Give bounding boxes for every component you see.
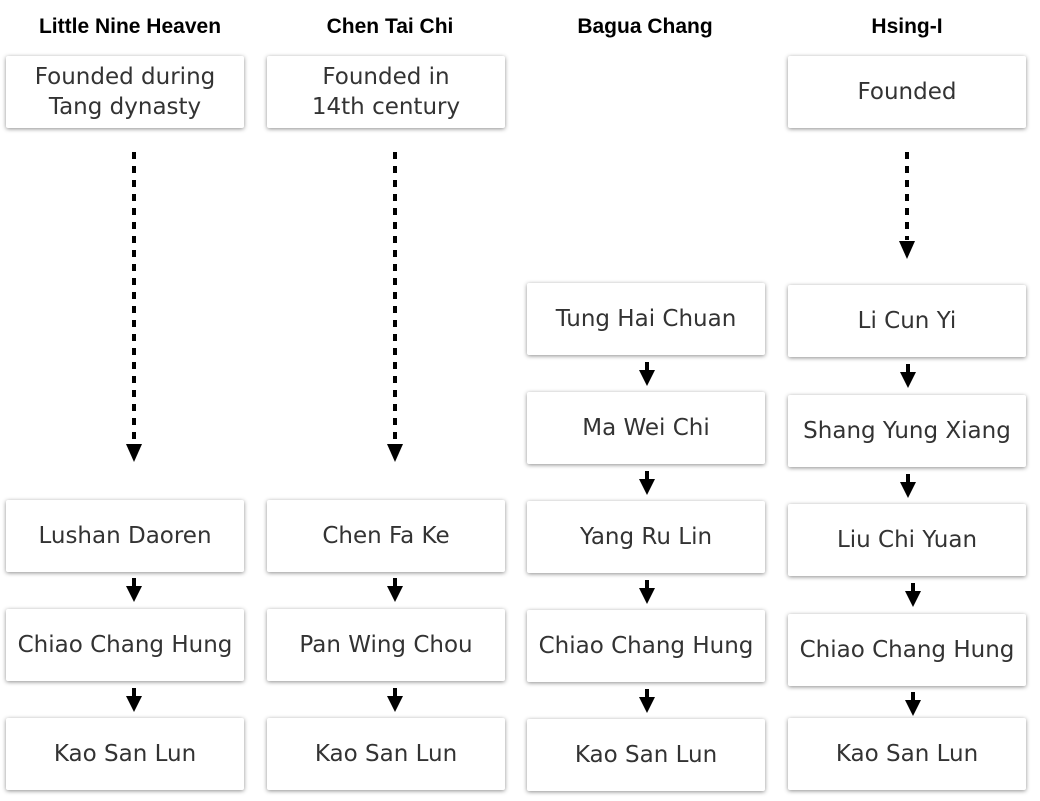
column-heading-bagua-chang: Bagua Chang — [577, 15, 713, 38]
column-heading-hsing-i: Hsing-I — [871, 15, 943, 38]
lineage-box-chen-fa-ke: Chen Fa Ke — [267, 500, 505, 572]
origin-box-hsing-i: Founded — [788, 56, 1026, 128]
arrow-down-icon — [639, 580, 655, 604]
lineage-box-tung-hai-chuan: Tung Hai Chuan — [527, 283, 765, 355]
lineage-box-kao-san-lun: Kao San Lun — [527, 719, 765, 791]
lineage-box-chiao-chang-hung: Chiao Chang Hung — [6, 609, 244, 681]
arrow-down-icon — [126, 688, 142, 712]
lineage-box-kao-san-lun: Kao San Lun — [267, 718, 505, 790]
arrow-down-icon — [900, 474, 916, 498]
lineage-box-pan-wing-chou: Pan Wing Chou — [267, 609, 505, 681]
lineage-box-liu-chi-yuan: Liu Chi Yuan — [788, 504, 1026, 576]
lineage-box-shang-yung-xiang: Shang Yung Xiang — [788, 395, 1026, 467]
lineage-box-chiao-chang-hung: Chiao Chang Hung — [527, 610, 765, 682]
lineage-box-li-cun-yi: Li Cun Yi — [788, 285, 1026, 357]
dotted-arrow-little-nine-heaven — [126, 152, 142, 462]
origin-box-chen-tai-chi: Founded in 14th century — [267, 56, 505, 128]
arrow-down-icon — [387, 688, 403, 712]
arrow-down-icon — [639, 362, 655, 386]
dotted-arrow-chen-tai-chi — [387, 152, 403, 462]
arrow-down-icon — [387, 578, 403, 602]
arrow-down-icon — [126, 578, 142, 602]
arrow-down-icon — [639, 689, 655, 713]
lineage-box-kao-san-lun: Kao San Lun — [6, 718, 244, 790]
column-heading-little-nine-heaven: Little Nine Heaven — [38, 15, 222, 38]
arrow-down-icon — [639, 471, 655, 495]
arrow-down-icon — [900, 364, 916, 388]
lineage-box-yang-ru-lin: Yang Ru Lin — [527, 501, 765, 573]
column-heading-chen-tai-chi: Chen Tai Chi — [326, 15, 454, 38]
arrow-down-icon — [905, 692, 921, 716]
arrow-down-icon — [905, 583, 921, 607]
lineage-box-chiao-chang-hung: Chiao Chang Hung — [788, 614, 1026, 686]
origin-box-little-nine-heaven: Founded during Tang dynasty — [6, 56, 244, 128]
lineage-box-ma-wei-chi: Ma Wei Chi — [527, 392, 765, 464]
dotted-arrow-hsing-i — [899, 152, 915, 259]
lineage-box-lushan-daoren: Lushan Daoren — [6, 500, 244, 572]
lineage-box-kao-san-lun: Kao San Lun — [788, 718, 1026, 790]
